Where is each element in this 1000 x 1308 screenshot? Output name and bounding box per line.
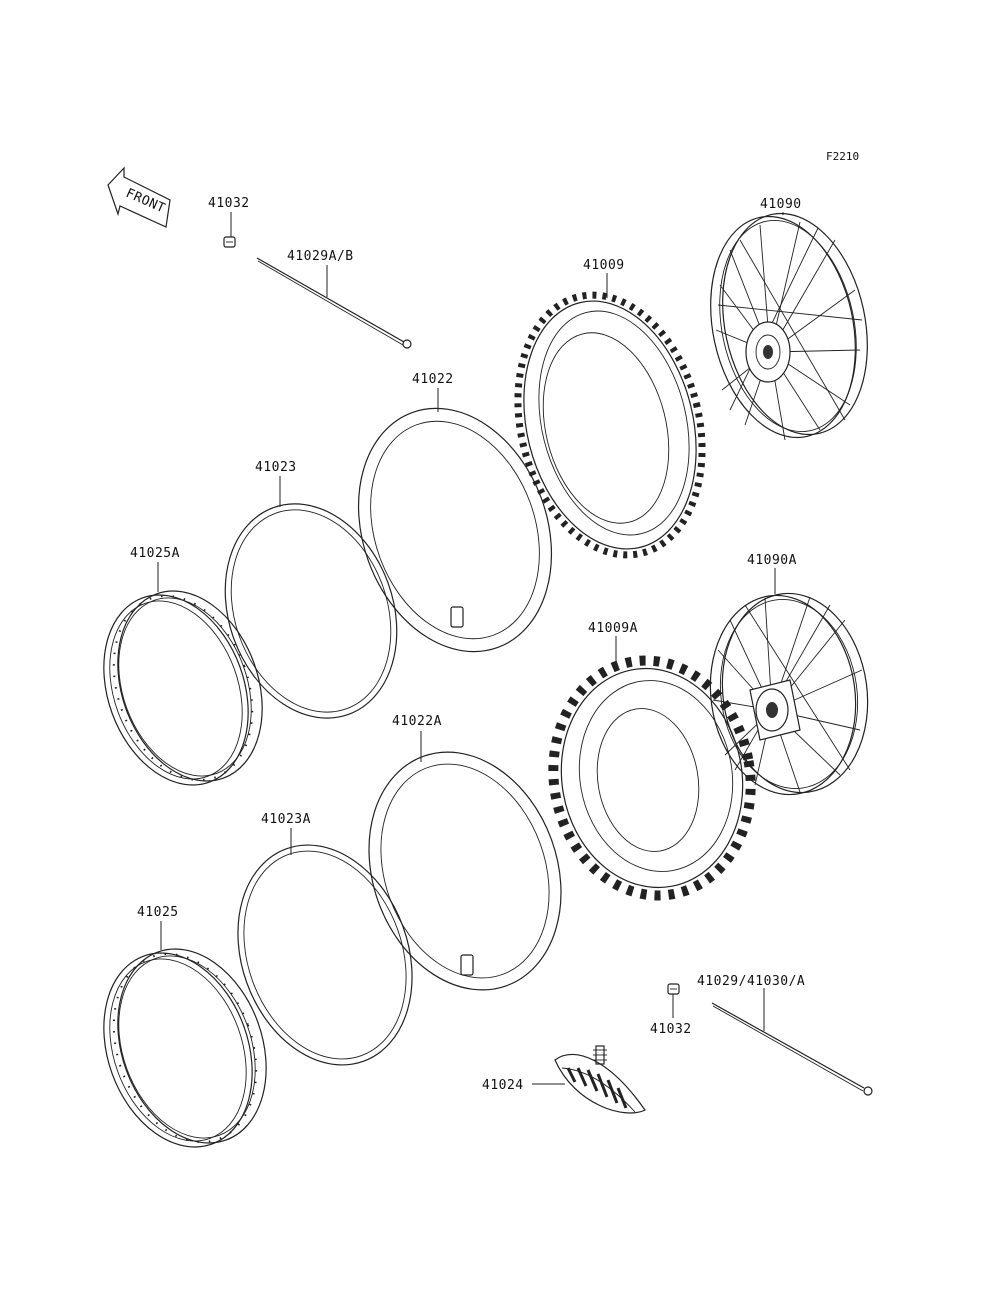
tube-41022[interactable]: [326, 381, 584, 679]
tire-41009a[interactable]: [535, 636, 769, 911]
tire-41009[interactable]: [492, 273, 729, 575]
label-41024: 41024: [482, 1078, 524, 1093]
front-label: FRONT: [123, 186, 167, 217]
label-41029ab: 41029A/B: [287, 249, 354, 264]
label-41023: 41023: [255, 460, 297, 475]
bolt-41032-bottom[interactable]: [667, 983, 680, 1018]
label-41022: 41022: [412, 372, 454, 387]
rim-band-41023[interactable]: [196, 476, 425, 742]
label-41009a: 41009A: [588, 621, 638, 636]
label-41029-41030a: 41029/41030/A: [697, 974, 805, 989]
spoke-41029-41030a[interactable]: [711, 988, 873, 1096]
rim-lock-41024[interactable]: [532, 1045, 646, 1114]
wheel-41090a[interactable]: [698, 568, 880, 804]
label-41025a: 41025A: [130, 546, 180, 561]
wheel-41090[interactable]: [691, 200, 887, 451]
label-41009: 41009: [583, 258, 625, 273]
bolt-41032-top[interactable]: [223, 212, 236, 248]
front-arrow-icon: FRONT: [107, 166, 171, 228]
label-41090a: 41090A: [747, 553, 797, 568]
label-41023a: 41023A: [261, 812, 311, 827]
rim-41025a[interactable]: [79, 562, 288, 805]
rim-band-41023a[interactable]: [208, 820, 441, 1089]
label-41090: 41090: [760, 197, 802, 212]
figure-code: F2210: [826, 150, 859, 163]
rim-41025[interactable]: [78, 921, 292, 1168]
label-41032-top: 41032: [208, 196, 250, 211]
label-41032-bottom: 41032: [650, 1022, 692, 1037]
spoke-41029ab[interactable]: [256, 257, 412, 349]
label-41025: 41025: [137, 905, 179, 920]
label-41022a: 41022A: [392, 714, 442, 729]
